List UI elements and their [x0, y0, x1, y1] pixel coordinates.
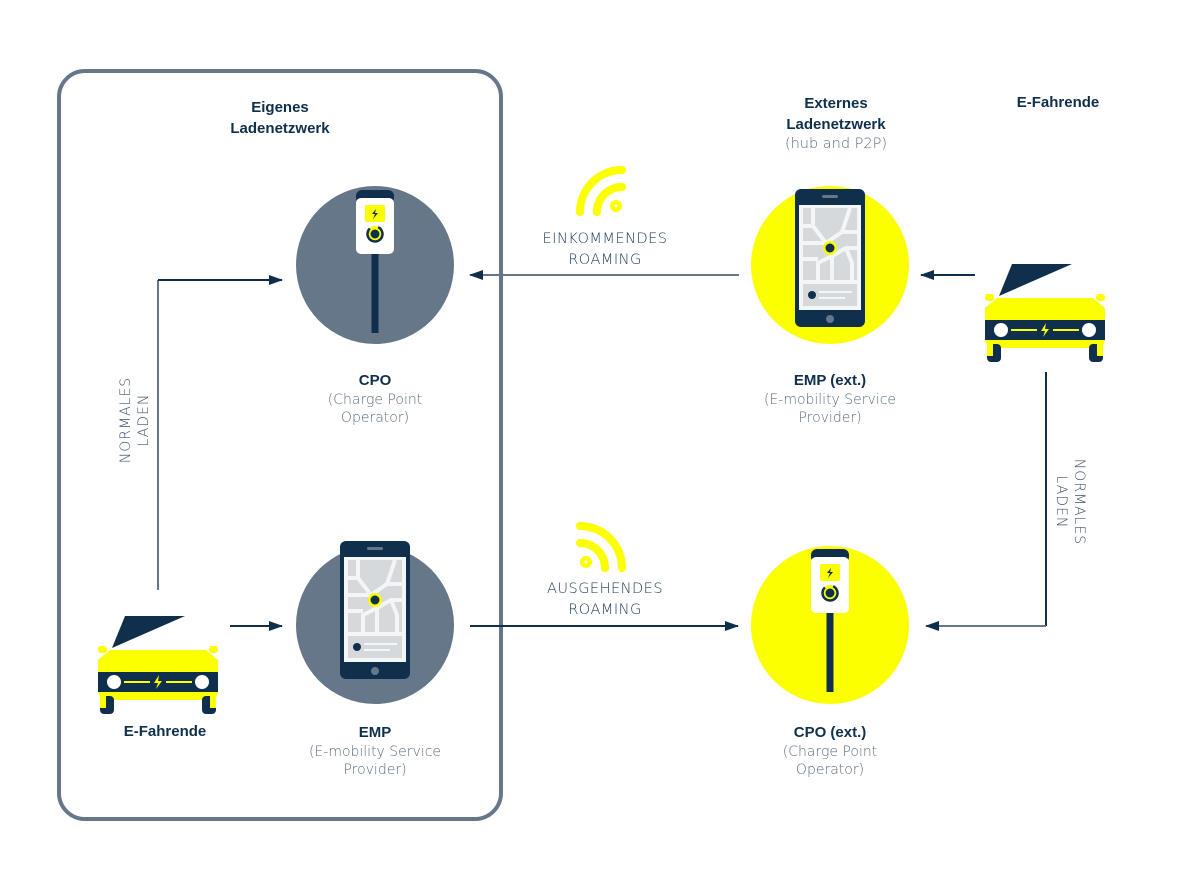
- driver-left-caption: E-Fahrende: [65, 722, 265, 742]
- cpo-ext-subtitle-line2: Operator): [795, 762, 865, 778]
- own-network-title: Eigenes Ladenetzwerk: [180, 97, 380, 139]
- external-network-subtitle: (hub and P2P): [784, 136, 888, 152]
- cpo-caption: CPO (Charge Point Operator): [275, 371, 475, 427]
- cpo-subtitle-line2: Operator): [340, 410, 410, 426]
- wifi-signal-icon: [580, 526, 622, 568]
- normal-left-line2: LADEN: [136, 393, 152, 447]
- wifi-signal-icon: [580, 170, 622, 212]
- external-network-title-line1: Externes: [804, 95, 868, 112]
- emp-title: EMP: [358, 724, 392, 741]
- emp-subtitle-line2: Provider): [343, 762, 407, 778]
- driver-left-title: E-Fahrende: [123, 723, 207, 740]
- smartphone-map-icon: [793, 187, 867, 329]
- emp-ext-subtitle-line2: Provider): [798, 410, 862, 426]
- own-network-title-line2: Ladenetzwerk: [230, 120, 330, 137]
- cpo-subtitle-line1: (Charge Point: [327, 392, 423, 408]
- cpo-title: CPO: [358, 372, 392, 389]
- external-network-title: Externes Ladenetzwerk (hub and P2P): [736, 93, 936, 153]
- incoming-roaming-label: EINKOMMENDES ROAMING: [505, 229, 705, 271]
- cpo-ext-caption: CPO (ext.) (Charge Point Operator): [730, 723, 930, 779]
- normal-left-line1: NORMALES: [118, 376, 134, 464]
- drivers-right-title: E-Fahrende: [1016, 94, 1100, 111]
- cpo-ext-title: CPO (ext.): [793, 724, 867, 741]
- emp-ext-caption: EMP (ext.) (E-mobility Service Provider): [730, 371, 930, 427]
- normal-charging-right-label: NORMALES LADEN: [1052, 437, 1088, 567]
- cpo-ext-subtitle-line1: (Charge Point: [782, 744, 878, 760]
- own-network-container: [57, 69, 503, 821]
- outgoing-roaming-label: AUSGEHENDES ROAMING: [505, 579, 705, 621]
- normal-charging-left-label: NORMALES LADEN: [117, 355, 153, 485]
- own-network-title-line1: Eigenes: [251, 99, 309, 116]
- incoming-roaming-line1: EINKOMMENDES: [542, 231, 668, 247]
- incoming-roaming-line2: ROAMING: [568, 252, 642, 268]
- smartphone-map-icon: [338, 539, 412, 681]
- emp-ext-subtitle-line1: (E-mobility Service: [763, 392, 897, 408]
- external-network-title-line2: Ladenetzwerk: [786, 116, 886, 133]
- electric-car-icon: [985, 264, 1105, 362]
- outgoing-roaming-line1: AUSGEHENDES: [546, 581, 664, 597]
- emp-subtitle-line1: (E-mobility Service: [308, 744, 442, 760]
- normal-right-line2: LADEN: [1053, 475, 1069, 529]
- emp-caption: EMP (E-mobility Service Provider): [275, 723, 475, 779]
- outgoing-roaming-line2: ROAMING: [568, 602, 642, 618]
- normal-right-line1: NORMALES: [1071, 458, 1087, 546]
- emp-ext-title: EMP (ext.): [793, 372, 867, 389]
- electric-car-icon: [98, 616, 218, 714]
